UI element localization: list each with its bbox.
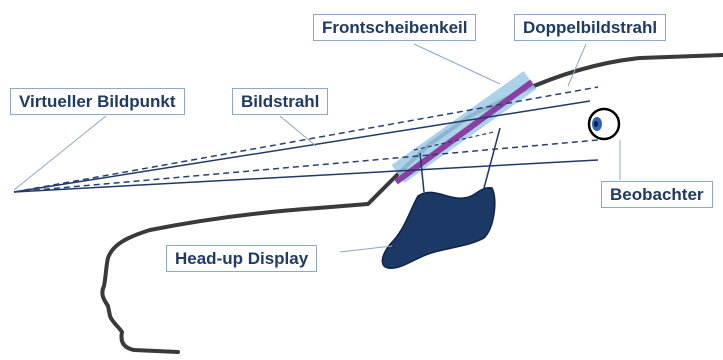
leader-double-image-ray bbox=[567, 43, 587, 87]
leader-hud bbox=[339, 245, 393, 253]
label-hud: Head-up Display bbox=[166, 245, 318, 272]
label-double-image-ray: Doppelbildstrahl bbox=[514, 14, 667, 41]
label-image-ray: Bildstrahl bbox=[232, 88, 329, 115]
hud-ray-right bbox=[483, 127, 501, 189]
label-observer: Beobachter bbox=[601, 181, 713, 208]
leader-virtual-point bbox=[13, 115, 107, 191]
double-image-ray-upper bbox=[13, 86, 599, 193]
windshield-wedge bbox=[394, 79, 534, 185]
leader-image-ray bbox=[279, 115, 317, 147]
windshield-band bbox=[391, 71, 537, 183]
eye-icon bbox=[587, 107, 621, 141]
leader-windshield-wedge bbox=[413, 43, 501, 85]
double-image-ray-lower bbox=[13, 139, 599, 193]
image-ray-lower bbox=[13, 159, 599, 193]
head-up-display-unit bbox=[381, 187, 496, 269]
hud-ray-left bbox=[419, 152, 425, 193]
label-windshield-wedge: Frontscheibenkeil bbox=[313, 14, 477, 41]
label-virtual-point: Virtueller Bildpunkt bbox=[10, 88, 185, 115]
image-ray-upper bbox=[13, 100, 591, 193]
